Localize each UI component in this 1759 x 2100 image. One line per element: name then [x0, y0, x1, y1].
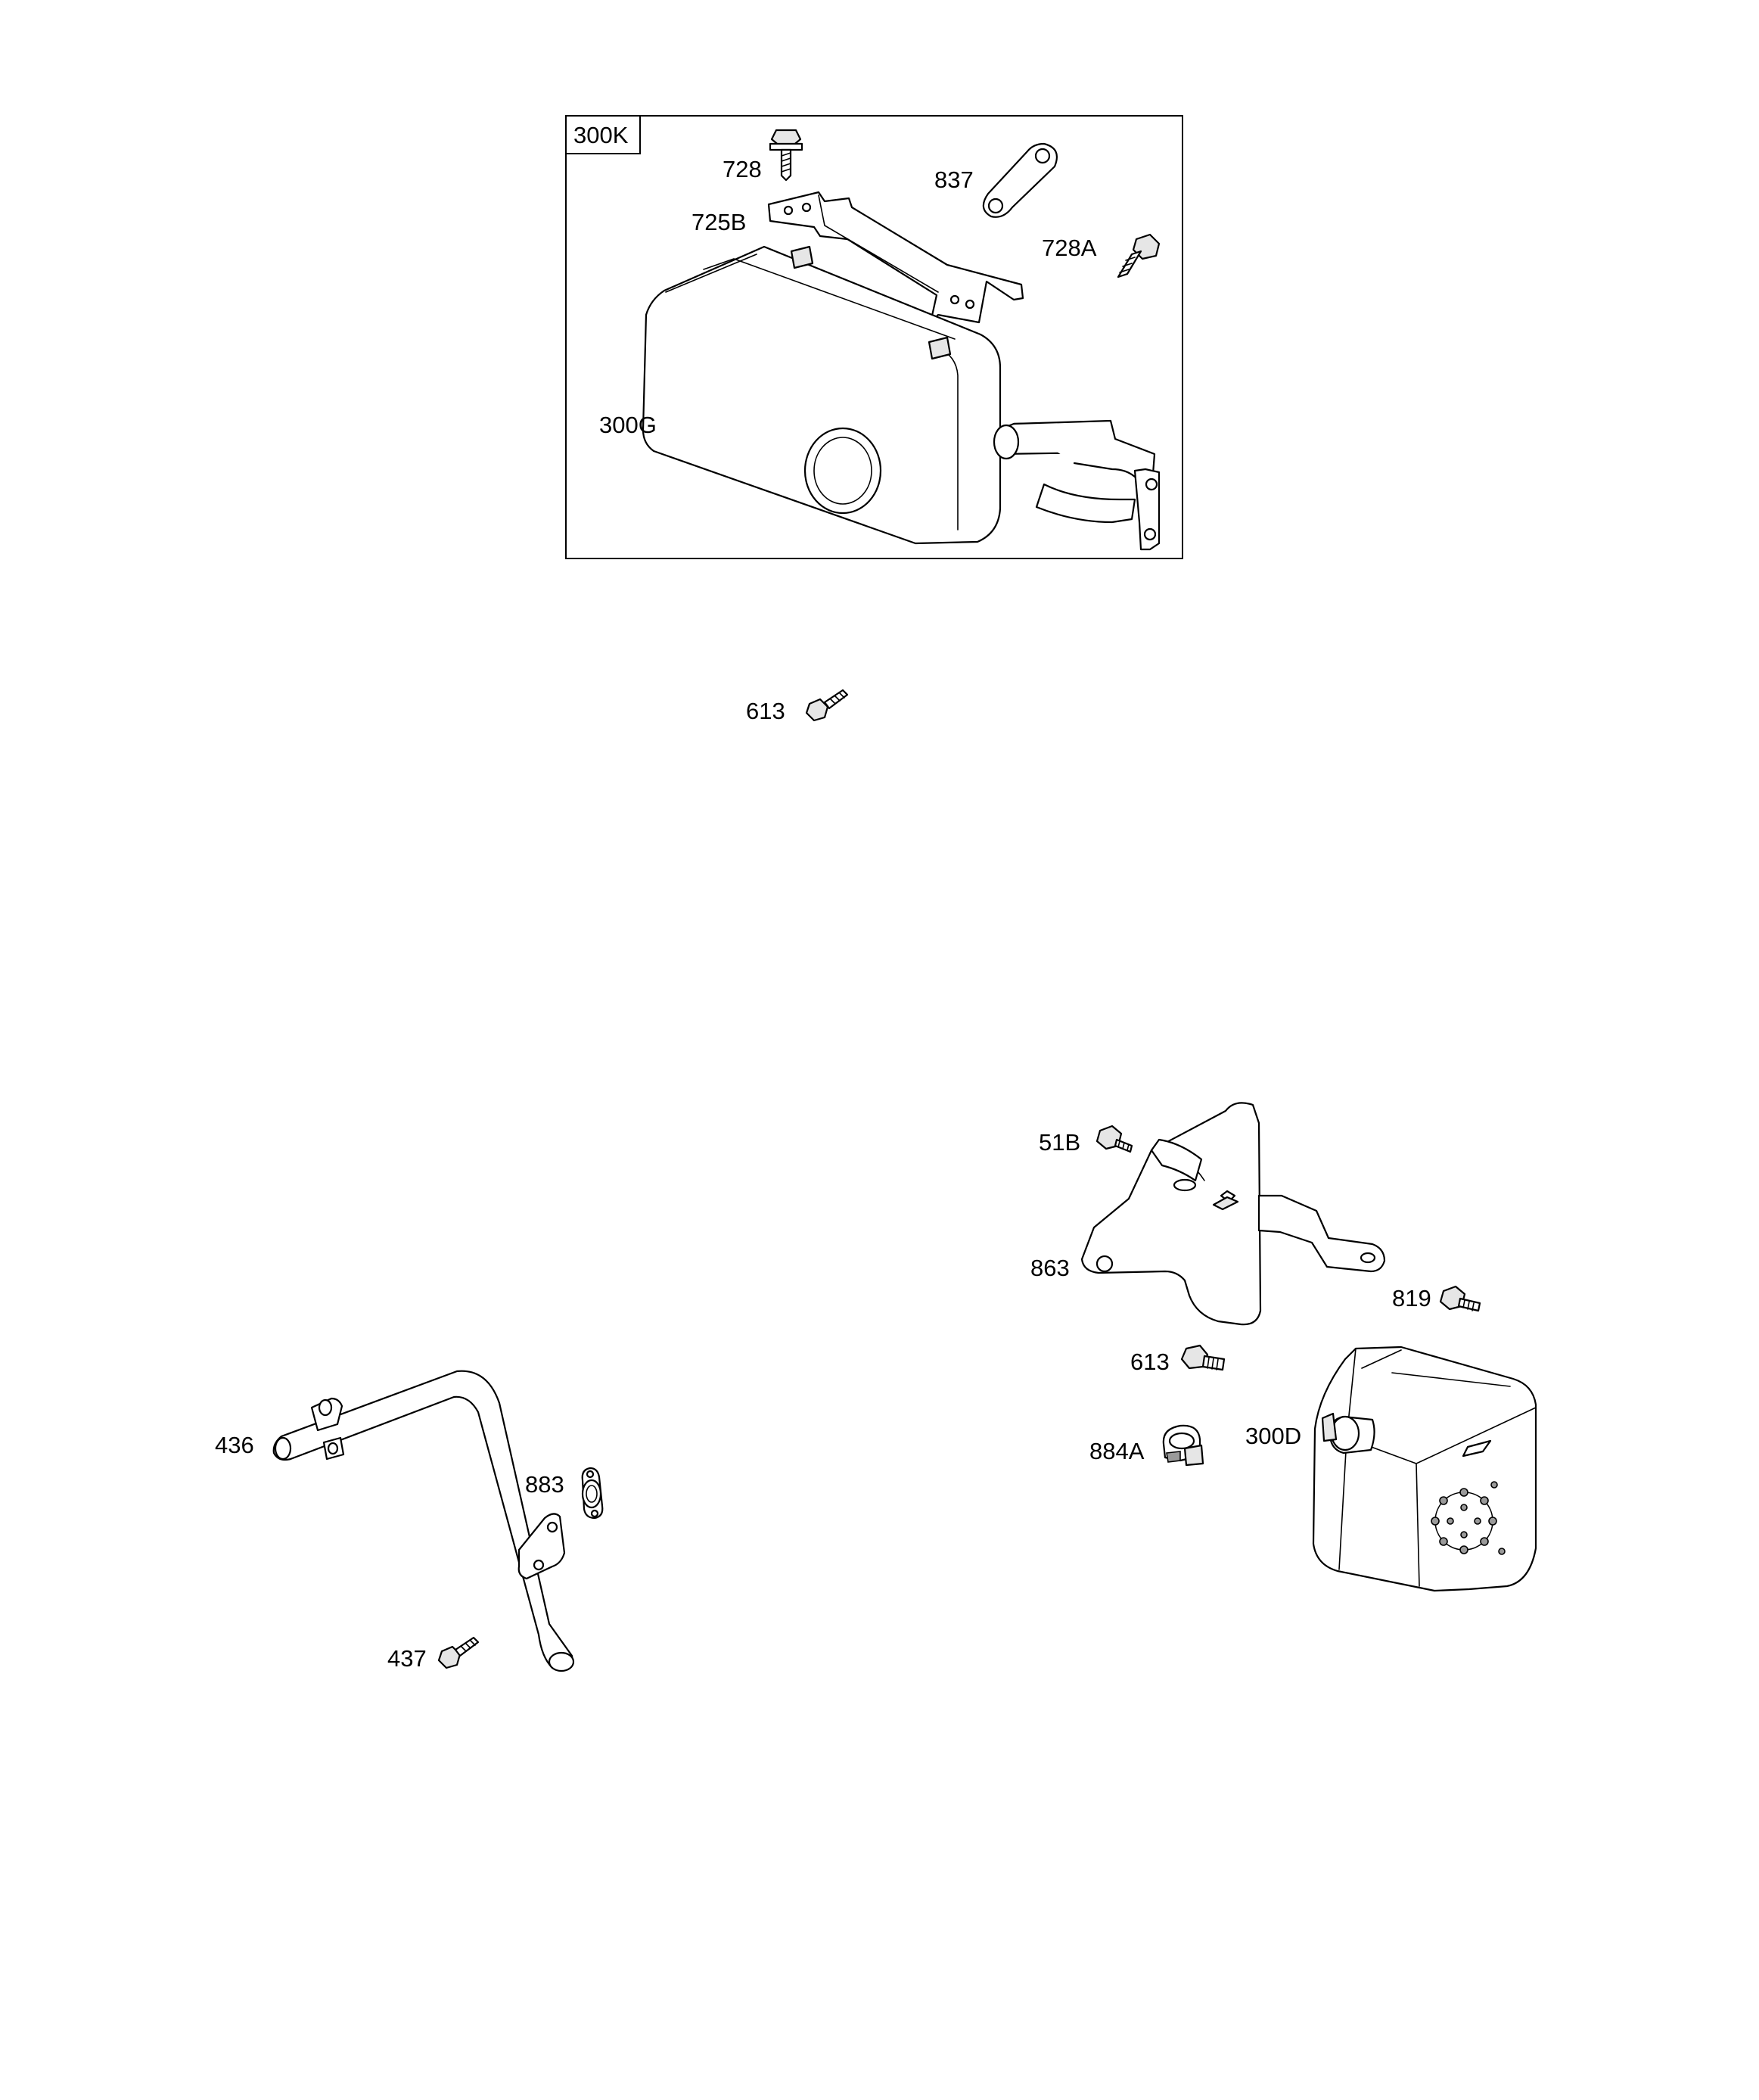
part-label-884a[interactable]: 884A: [1089, 1438, 1145, 1464]
kit-box-frame: [565, 115, 1183, 559]
exhaust-pipe-group: 436 883 437: [215, 1370, 604, 1672]
kit-box-label-frame: [565, 115, 641, 154]
gasket-883-icon[interactable]: [581, 1467, 604, 1520]
loose-613-group: 613: [746, 689, 849, 724]
heat-shield-725b-icon[interactable]: [767, 191, 1024, 324]
part-label-728[interactable]: 728: [723, 156, 762, 182]
part-label-837[interactable]: 837: [934, 166, 974, 193]
muffler-300g-icon[interactable]: [642, 245, 1161, 551]
kit-300k-group: 300K 728 837 725B: [565, 115, 1183, 559]
part-label-613-top[interactable]: 613: [746, 698, 785, 724]
part-label-883[interactable]: 883: [525, 1471, 564, 1498]
screw-437-icon[interactable]: [437, 1636, 480, 1669]
part-label-863[interactable]: 863: [1030, 1255, 1070, 1281]
plate-837-icon[interactable]: [982, 142, 1058, 218]
screw-613-top-icon[interactable]: [805, 689, 849, 722]
part-label-300g[interactable]: 300G: [599, 412, 657, 438]
part-label-613-bottom[interactable]: 613: [1130, 1349, 1170, 1375]
part-label-436[interactable]: 436: [215, 1432, 254, 1458]
screw-613-bottom-icon[interactable]: [1180, 1344, 1226, 1371]
part-label-437[interactable]: 437: [387, 1645, 427, 1672]
clamp-884a-icon[interactable]: [1162, 1424, 1204, 1467]
part-label-51b[interactable]: 51B: [1039, 1129, 1080, 1156]
screw-819-icon[interactable]: [1439, 1285, 1481, 1312]
screw-51b-icon[interactable]: [1095, 1125, 1133, 1153]
kit-box-label[interactable]: 300K: [573, 122, 629, 148]
part-label-819[interactable]: 819: [1392, 1285, 1431, 1311]
vent-holes-icon: [1431, 1481, 1506, 1555]
bolt-728-icon[interactable]: [769, 129, 803, 182]
part-label-725b[interactable]: 725B: [691, 209, 746, 235]
muffler-group: 51B 863 819 613: [1030, 1102, 1537, 1592]
bracket-863-icon[interactable]: [1080, 1102, 1386, 1326]
exhaust-pipe-436-icon[interactable]: [272, 1370, 575, 1672]
muffler-300d-icon[interactable]: [1312, 1346, 1537, 1592]
screw-728a-icon[interactable]: [1117, 233, 1161, 278]
part-label-728a[interactable]: 728A: [1042, 235, 1097, 261]
part-label-300d[interactable]: 300D: [1245, 1423, 1301, 1449]
